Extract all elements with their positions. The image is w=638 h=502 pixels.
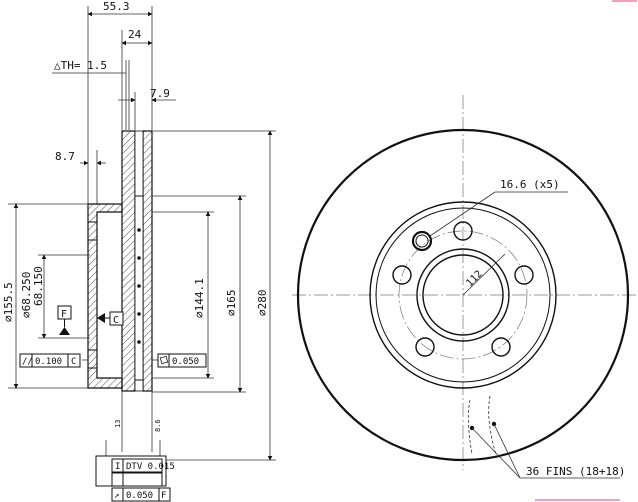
- hole-callout: 16.6 (x5): [429, 178, 568, 237]
- tol-flatness: 0.050: [152, 353, 207, 368]
- outer-friction-ring: [142, 130, 153, 392]
- center-bore-outer: [416, 248, 510, 342]
- pcd-circle: [398, 230, 528, 360]
- vent-markers: [137, 228, 141, 344]
- dim-overall-width: 55.3: [87, 0, 153, 204]
- dim-th: △TH= 1.5: [52, 59, 130, 130]
- dim-d155-label: ∅155.5: [2, 282, 15, 322]
- locating-hole: [411, 230, 433, 252]
- tol-flat-value: 0.050: [172, 357, 199, 367]
- dim-overall-width-label: 55.3: [103, 0, 130, 13]
- runout-ref: F: [161, 491, 166, 501]
- dim-th-label: △TH= 1.5: [54, 59, 107, 72]
- hole-callout-label: 16.6 (x5): [500, 178, 560, 191]
- datum-c: C: [97, 311, 124, 326]
- dim-offset-label: 8.7: [55, 150, 75, 163]
- hat-step: [375, 207, 551, 383]
- bolt-hole: [392, 265, 412, 285]
- dtv-text: DTV 0.015: [126, 462, 175, 472]
- datum-f: F: [57, 305, 72, 335]
- inner-friction-ring: [121, 130, 136, 392]
- pcd-label: 112: [464, 269, 485, 290]
- runout-value: 0.050: [126, 491, 153, 501]
- dim-hat-depth-label: 24: [128, 28, 142, 41]
- fin-labels: 13 8.6: [114, 391, 162, 452]
- datum-f-label: F: [61, 309, 67, 320]
- tol-parallel-ref: C: [71, 357, 76, 367]
- tol-dtv: I DTV 0.015: [95, 440, 175, 487]
- tol-parallel-value: 0.100: [35, 357, 62, 367]
- hat-flange: [87, 203, 123, 389]
- side-view: 55.3 24 △TH= 1.5 7.9 8.7: [2, 0, 276, 502]
- fins: 36 FINS (18+18): [467, 395, 625, 479]
- front-view: 16.6 (x5) 112 36 FINS (18+18): [292, 0, 638, 501]
- disc-section: [87, 130, 153, 392]
- dim-offset: 8.7: [55, 150, 106, 205]
- dim-d144-label: ∅144.1: [193, 278, 206, 318]
- runout-symbol: ↗: [114, 491, 119, 501]
- hat-outer: [369, 201, 557, 389]
- bolt-hole: [453, 221, 473, 241]
- dim-d280: ∅280: [152, 130, 276, 461]
- vent-channel: [134, 130, 144, 392]
- fin-label-right: 8.6: [154, 419, 162, 432]
- dtv-symbol: I: [115, 462, 120, 472]
- dim-cheek-label: 7.9: [150, 87, 170, 100]
- dim-d68: ∅68.250 68.150: [20, 254, 90, 339]
- fin-label-left: 13: [114, 420, 122, 428]
- dim-d280-label: ∅280: [256, 290, 269, 317]
- dim-d165: ∅165: [152, 195, 246, 393]
- tol-parallelism: // 0.100 C: [19, 353, 88, 368]
- flatness-icon: [159, 355, 169, 365]
- datum-c-label: C: [113, 315, 119, 326]
- bolt-hole: [415, 337, 435, 357]
- dim-d68-lower: 68.150: [32, 266, 45, 306]
- dim-d165-label: ∅165: [225, 290, 238, 317]
- bolt-hole: [514, 265, 534, 285]
- dim-d155: ∅155.5: [2, 203, 88, 389]
- fins-callout-label: 36 FINS (18+18): [526, 465, 625, 478]
- locating-hole-inner: [415, 234, 429, 248]
- disc-outer-edge: [296, 128, 630, 462]
- bolt-holes: [392, 221, 534, 357]
- tol-parallel-symbol: //: [22, 357, 33, 367]
- dim-cheek: 7.9: [118, 87, 176, 130]
- center-bore-inner: [422, 254, 504, 336]
- dim-hat-depth: 24: [121, 28, 153, 130]
- dim-d68-upper: ∅68.250: [20, 272, 33, 318]
- dim-d144: ∅144.1: [152, 211, 214, 379]
- tol-runout: ↗ 0.050 F: [111, 487, 171, 502]
- bolt-hole: [491, 337, 511, 357]
